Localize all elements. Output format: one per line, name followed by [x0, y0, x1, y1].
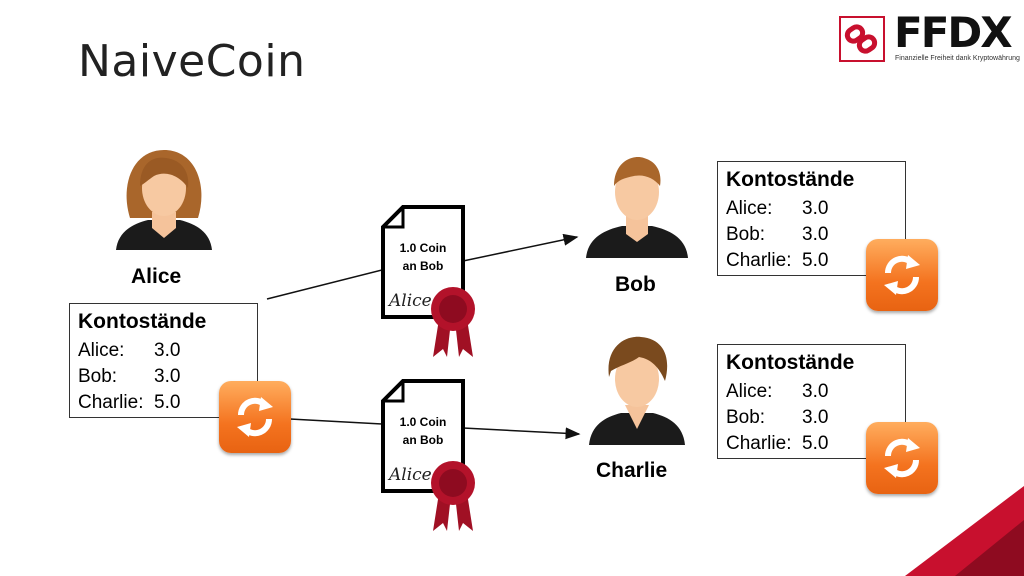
sync-icon[interactable]: [219, 381, 291, 453]
ledger-row-value: 3.0: [802, 381, 829, 402]
transaction-document: 1.0 Coin an Bob Alice: [381, 379, 481, 534]
alice-label: Alice: [131, 265, 182, 288]
ledger-row: Alice: 3.0: [726, 379, 897, 405]
ledger-row-value: 5.0: [154, 392, 181, 413]
sync-icon[interactable]: [866, 239, 938, 311]
ledger-row-name: Bob:: [726, 224, 766, 245]
bob-label: Bob: [615, 273, 656, 296]
arrow-doc1-to-bob: [462, 233, 579, 262]
sync-icon[interactable]: [866, 422, 938, 494]
arrow-alice-to-doc2: [289, 418, 383, 425]
wax-seal-icon: [431, 287, 475, 357]
ledger-row: Charlie: 5.0: [726, 431, 897, 457]
ledger-row-value: 3.0: [154, 340, 181, 361]
ledger-row-value: 5.0: [802, 433, 829, 454]
chain-link-icon: [839, 16, 885, 62]
ledger-row: Charlie: 5.0: [726, 248, 897, 274]
charlie-avatar-icon: [589, 336, 685, 445]
charlie-label: Charlie: [596, 459, 668, 482]
arrow-alice-to-doc1: [266, 269, 383, 300]
ledger-heading: Kontostände: [726, 168, 855, 191]
wax-seal-icon: [431, 461, 475, 531]
ledger-heading: Kontostände: [726, 351, 855, 374]
ledger-row: Alice: 3.0: [78, 338, 249, 364]
logo-wordmark: FFDX: [894, 8, 1013, 57]
ledger-row-value: 3.0: [802, 198, 829, 219]
logo-tagline: Finanzielle Freiheit dank Kryptowährung: [895, 55, 1020, 62]
transaction-recipient: an Bob: [402, 259, 444, 273]
ledger-row: Charlie: 5.0: [78, 390, 249, 416]
ffdx-logo: FFDX Finanzielle Freiheit dank Kryptowäh…: [839, 8, 1020, 66]
transaction-recipient: an Bob: [402, 433, 444, 447]
bob-avatar-icon: [586, 157, 688, 258]
ledger-row: Bob: 3.0: [726, 405, 897, 431]
ledger-row-value: 3.0: [802, 407, 829, 428]
ledger-row-value: 3.0: [802, 224, 829, 245]
signature: Alice: [389, 465, 432, 485]
ledger-row-name: Alice:: [726, 381, 773, 402]
transaction-amount: 1.0 Coin: [399, 241, 447, 255]
ledger-row: Alice: 3.0: [726, 196, 897, 222]
ledger-row-value: 3.0: [154, 366, 181, 387]
ledger-row-name: Charlie:: [726, 250, 792, 271]
alice-avatar-icon: [116, 150, 212, 250]
document-icon: [381, 379, 475, 531]
ledger-row: Bob: 3.0: [78, 364, 249, 390]
ledger-heading: Kontostände: [78, 310, 207, 333]
ledger-row-name: Charlie:: [78, 392, 144, 413]
ledger-row-value: 5.0: [802, 250, 829, 271]
ledger-row: Bob: 3.0: [726, 222, 897, 248]
signature: Alice: [389, 291, 432, 311]
transaction-amount: 1.0 Coin: [399, 415, 447, 429]
page-title: NaiveCoin: [78, 36, 306, 87]
ledger-row-name: Bob:: [726, 407, 766, 428]
ledger-row-name: Alice:: [78, 340, 125, 361]
ledger-row-name: Alice:: [726, 198, 773, 219]
document-icon: [381, 205, 475, 357]
ledger-row-name: Charlie:: [726, 433, 792, 454]
transaction-document: 1.0 Coin an Bob Alice: [381, 205, 481, 360]
ledger-row-name: Bob:: [78, 366, 118, 387]
arrow-doc2-to-charlie: [462, 427, 581, 440]
